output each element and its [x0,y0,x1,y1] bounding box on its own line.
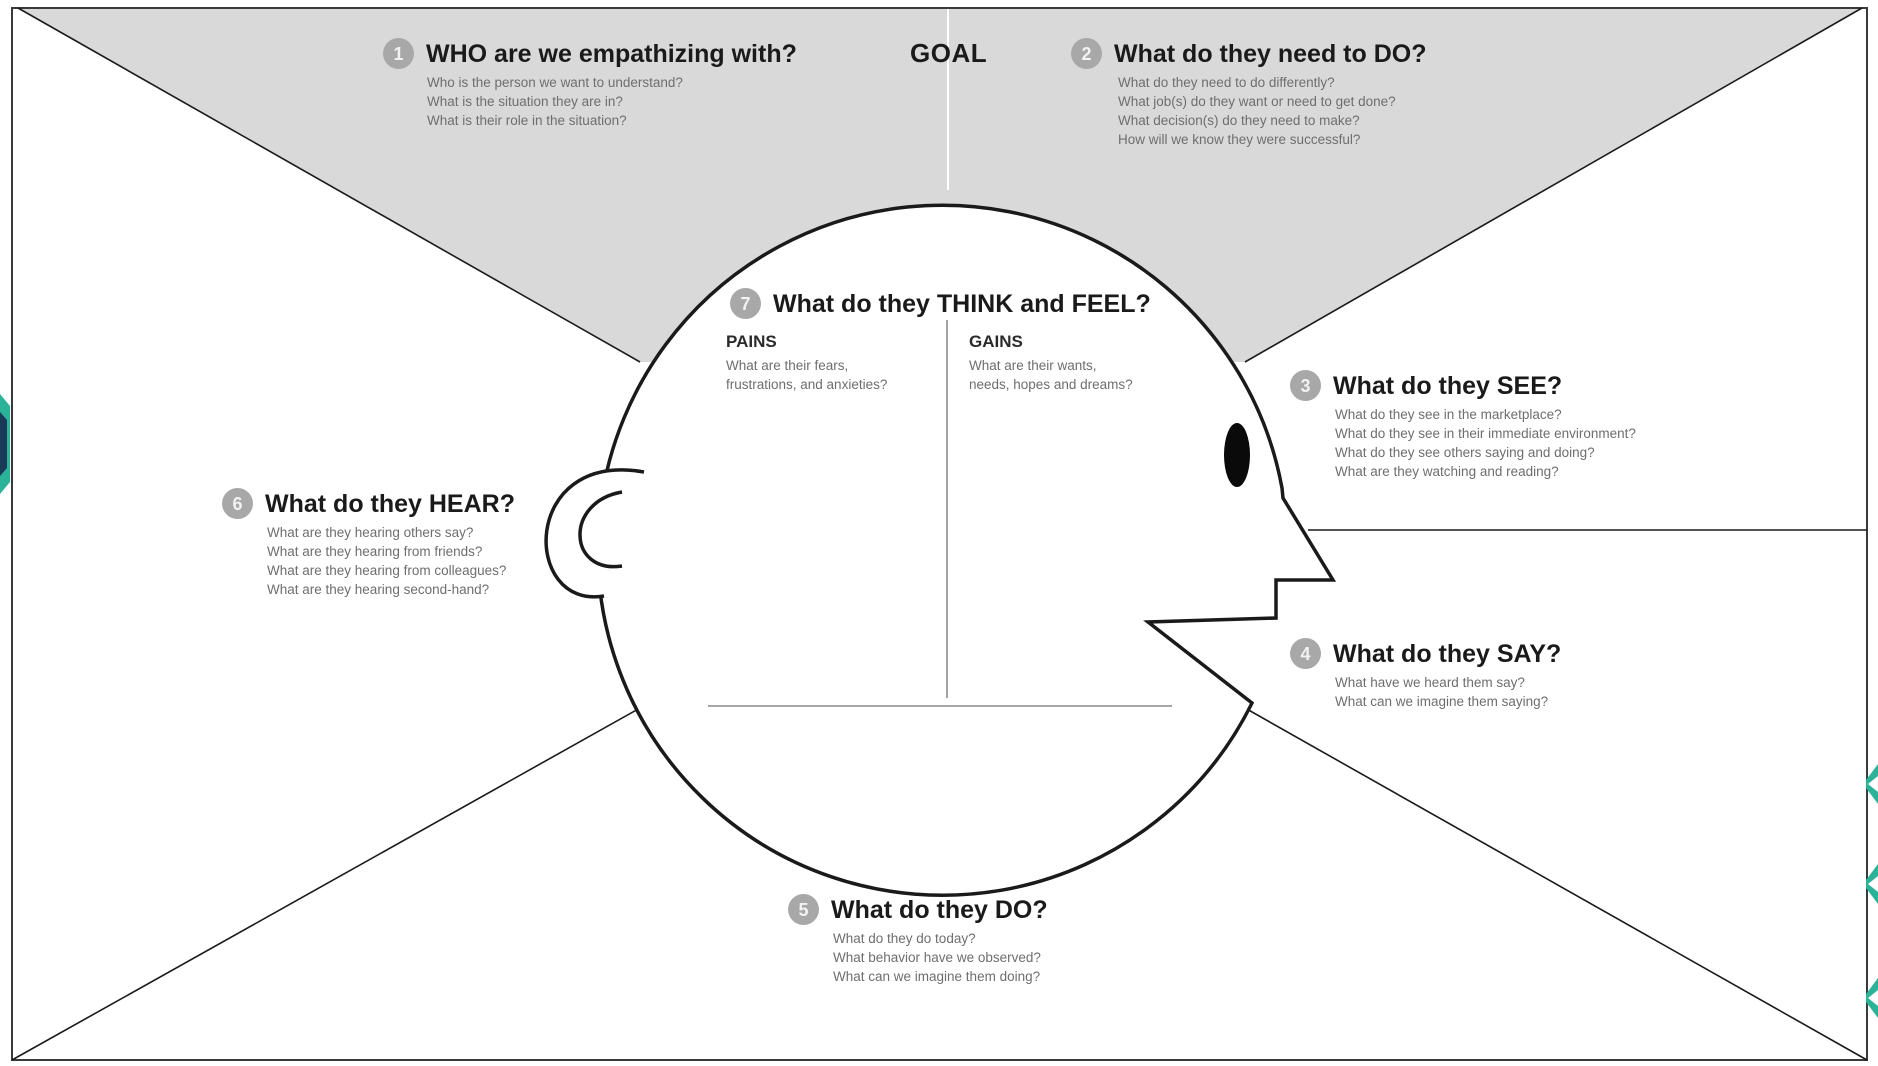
section-who-title: WHO are we empathizing with? [426,39,797,68]
gains-line: What are their wants, [969,358,1097,373]
section-see-title: What do they SEE? [1333,371,1563,400]
question: What are they hearing from friends? [267,544,483,559]
question: What do they see in their immediate envi… [1335,426,1636,441]
diagonal-bottom-left [11,707,641,1061]
number-badge: 2 [1071,38,1102,69]
question: What behavior have we observed? [833,950,1041,965]
question: What do they see others saying and doing… [1335,445,1595,460]
section-do-need: 2 What do they need to DO? What do they … [1071,38,1427,149]
question: What can we imagine them doing? [833,969,1041,984]
question: What is the situation they are in? [427,94,623,109]
gains-description: What are their wants, needs, hopes and d… [969,356,1133,394]
section-do-need-questions: What do they need to do differently? Wha… [1118,73,1427,149]
pains-line: frustrations, and anxieties? [726,377,888,392]
question: What are they hearing second-hand? [267,582,490,597]
section-say-title: What do they SAY? [1333,639,1562,668]
section-see-title-row: 3 What do they SEE? [1290,370,1636,401]
question: What do they do today? [833,931,976,946]
section-do: 5 What do they DO? What do they do today… [788,894,1048,986]
goal-area [18,8,1862,362]
section-think-feel: 7 What do they THINK and FEEL? [730,288,1151,319]
question: What are they hearing from colleagues? [267,563,507,578]
ear-inner [578,490,623,569]
question: Who is the person we want to understand? [427,75,683,90]
section-think-feel-title-row: 7 What do they THINK and FEEL? [730,288,1151,319]
section-who: 1 WHO are we empathizing with? Who is th… [383,38,797,130]
section-think-feel-title: What do they THINK and FEEL? [773,289,1151,318]
section-do-questions: What do they do today? What behavior hav… [833,929,1048,986]
number-badge: 1 [383,38,414,69]
section-see-questions: What do they see in the marketplace? Wha… [1335,405,1636,481]
question: What are they hearing others say? [267,525,474,540]
section-do-title-row: 5 What do they DO? [788,894,1048,925]
hexagon-logo-fragment [0,394,10,494]
diagonal-bottom-right [1244,707,1868,1061]
diagonal-top-right [1244,7,1863,363]
eye [1224,423,1250,487]
ear-outer [544,468,645,599]
number-badge: 6 [222,488,253,519]
number-badge: 7 [730,288,761,319]
section-see: 3 What do they SEE? What do they see in … [1290,370,1636,481]
gains-block: GAINS What are their wants, needs, hopes… [969,332,1133,394]
question: What job(s) do they want or need to get … [1118,94,1396,109]
section-say-questions: What have we heard them say? What can we… [1335,673,1561,711]
section-do-need-title: What do they need to DO? [1114,39,1427,68]
section-hear-title: What do they HEAR? [265,489,515,518]
number-badge: 4 [1290,638,1321,669]
diagonal-top-left [17,7,641,363]
question: What can we imagine them saying? [1335,694,1549,709]
number-badge: 3 [1290,370,1321,401]
number-badge: 5 [788,894,819,925]
section-who-questions: Who is the person we want to understand?… [427,73,797,130]
pains-description: What are their fears, frustrations, and … [726,356,887,394]
goal-label: GOAL [910,38,988,68]
section-do-title: What do they DO? [831,895,1048,924]
question: How will we know they were successful? [1118,132,1361,147]
pains-block: PAINS What are their fears, frustrations… [726,332,887,394]
section-who-title-row: 1 WHO are we empathizing with? [383,38,797,69]
question: What have we heard them say? [1335,675,1525,690]
gains-line: needs, hopes and dreams? [969,377,1133,392]
question: What do they need to do differently? [1118,75,1335,90]
question: What is their role in the situation? [427,113,627,128]
section-hear-title-row: 6 What do they HEAR? [222,488,515,519]
chevron-decoration [1866,764,1878,1018]
section-say: 4 What do they SAY? What have we heard t… [1290,638,1561,711]
section-say-title-row: 4 What do they SAY? [1290,638,1561,669]
gains-label: GAINS [969,332,1023,351]
section-do-need-title-row: 2 What do they need to DO? [1071,38,1427,69]
pains-line: What are their fears, [726,358,849,373]
question: What do they see in the marketplace? [1335,407,1562,422]
question: What decision(s) do they need to make? [1118,113,1360,128]
section-hear: 6 What do they HEAR? What are they heari… [222,488,515,599]
question: What are they watching and reading? [1335,464,1559,479]
outer-frame [11,7,1868,1061]
section-hear-questions: What are they hearing others say? What a… [267,523,515,599]
pains-label: PAINS [726,332,777,351]
